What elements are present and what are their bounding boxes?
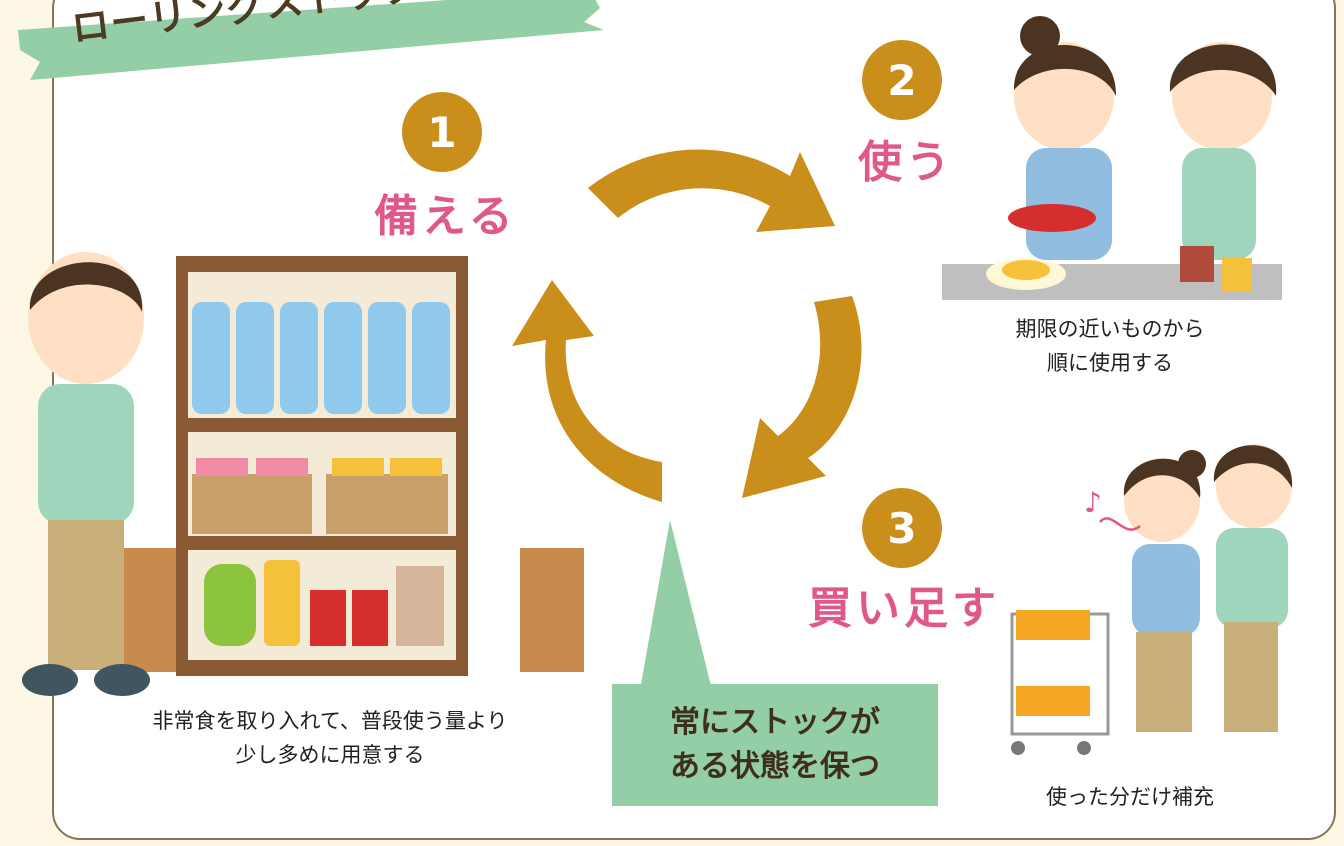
step-caption-3-line1: 使った分だけ補充 bbox=[1046, 785, 1214, 809]
cycle-arrow-left bbox=[512, 280, 662, 502]
cycle-arrow-right bbox=[742, 296, 862, 498]
callout-line1: 常にストックが bbox=[670, 705, 880, 740]
step-caption-2: 期限の近いものから 順に使用する bbox=[980, 312, 1240, 380]
step-badge-2: 2 bbox=[862, 40, 942, 120]
step-caption-2-line1: 期限の近いものから bbox=[1015, 317, 1205, 341]
step-label-2: 使う bbox=[858, 137, 954, 188]
svg-text:♪: ♪ bbox=[1084, 486, 1102, 519]
cycle-arrow-top bbox=[588, 149, 835, 232]
step-caption-2-line2: 順に使用する bbox=[1047, 351, 1173, 375]
person-illustration-1 bbox=[22, 252, 150, 696]
callout-line2: ある状態を保つ bbox=[670, 749, 880, 784]
step-caption-3: 使った分だけ補充 bbox=[1010, 780, 1250, 814]
callout-pointer bbox=[640, 520, 712, 690]
step-caption-1: 非常食を取り入れて、普段使う量より 少し多めに用意する bbox=[60, 704, 600, 772]
step-caption-1-line1: 非常食を取り入れて、普段使う量より bbox=[152, 709, 508, 733]
step-label-3: 買い足す bbox=[808, 583, 1000, 634]
step-badge-1: 1 bbox=[402, 92, 482, 172]
callout-box: 常にストックが ある状態を保つ bbox=[612, 684, 938, 806]
step-label-1: 備える bbox=[374, 191, 517, 242]
stock-cabinet-illustration bbox=[120, 256, 584, 676]
step-badge-3: 3 bbox=[862, 488, 942, 568]
shopping-couple-illustration: ♪ bbox=[1010, 444, 1293, 755]
cooking-couple-illustration bbox=[942, 16, 1282, 300]
step-caption-1-line2: 少し多めに用意する bbox=[235, 743, 425, 767]
